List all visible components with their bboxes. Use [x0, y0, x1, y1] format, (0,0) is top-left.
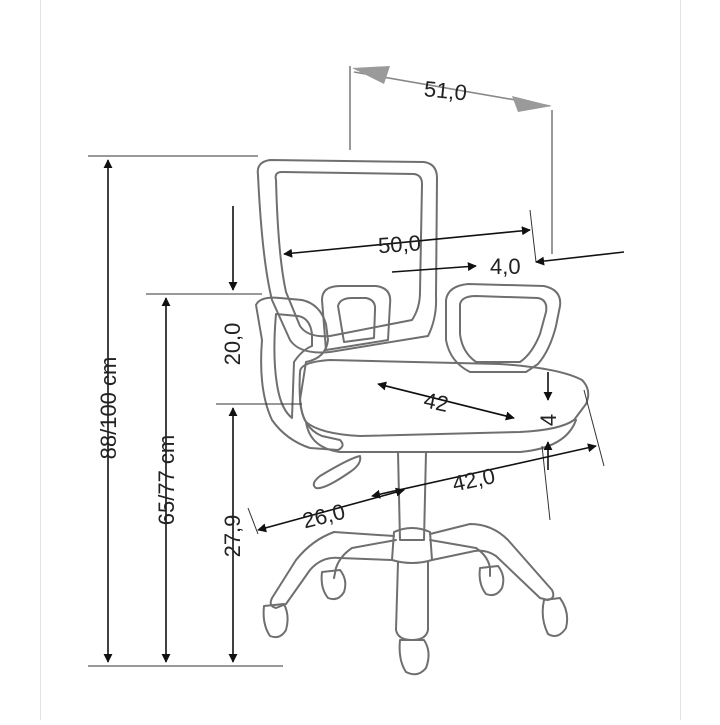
label-seat-depth: 42: [422, 387, 451, 417]
label-armrest-offset: 26,0: [300, 499, 348, 534]
dim-line-seat-depth: [377, 381, 515, 421]
arrow-grey-left: [352, 66, 390, 84]
label-total-height: 88/100 cm: [96, 357, 121, 460]
base-leg-back-right: [429, 539, 491, 577]
base-leg-right: [429, 523, 555, 601]
dimension-labels: 51,0 50,0 4,0 42 4 42,0 26,0 20,0 27,9 6…: [96, 76, 561, 557]
right-frame-line: [680, 0, 681, 720]
dimension-lines: [88, 66, 625, 667]
left-armrest: [255, 296, 344, 451]
arrow-grey-right: [512, 96, 552, 112]
caster-left: [262, 603, 289, 639]
base-leg-front: [395, 561, 429, 641]
gas-cylinder: [397, 451, 427, 541]
label-seat-thickness: 4: [536, 414, 561, 426]
label-backrest-width: 50,0: [377, 230, 421, 258]
label-seat-height: 27,9: [220, 515, 245, 558]
lumbar-support: [321, 285, 392, 351]
left-frame-line: [40, 0, 41, 720]
dim-line-backrest-width: [283, 226, 531, 258]
backrest-inner: [274, 171, 423, 338]
label-arm-height: 65/77 cm: [154, 435, 179, 526]
caster-right: [541, 597, 569, 637]
caster-back-right: [478, 565, 505, 597]
label-armrest-thickness: 4,0: [490, 254, 521, 279]
right-armrest: [445, 283, 562, 373]
label-top-width: 51,0: [423, 76, 468, 105]
left-armrest-inner: [273, 313, 313, 419]
right-armrest-inner: [459, 295, 548, 363]
lumbar-support-inner: [337, 297, 377, 343]
backrest-outer: [256, 159, 438, 354]
caster-front: [398, 639, 430, 676]
dim-line-base-depth: [371, 443, 597, 499]
label-backrest-height: 20,0: [220, 323, 245, 366]
gas-lever: [312, 455, 362, 490]
caster-back-left: [320, 569, 347, 601]
dim-line-armrest-thickness: [535, 251, 625, 266]
base-leg-back-left: [333, 539, 397, 579]
label-base-depth: 42,0: [450, 463, 497, 496]
base-hub: [391, 527, 433, 564]
dim-line-armrest-offset: [257, 487, 405, 533]
